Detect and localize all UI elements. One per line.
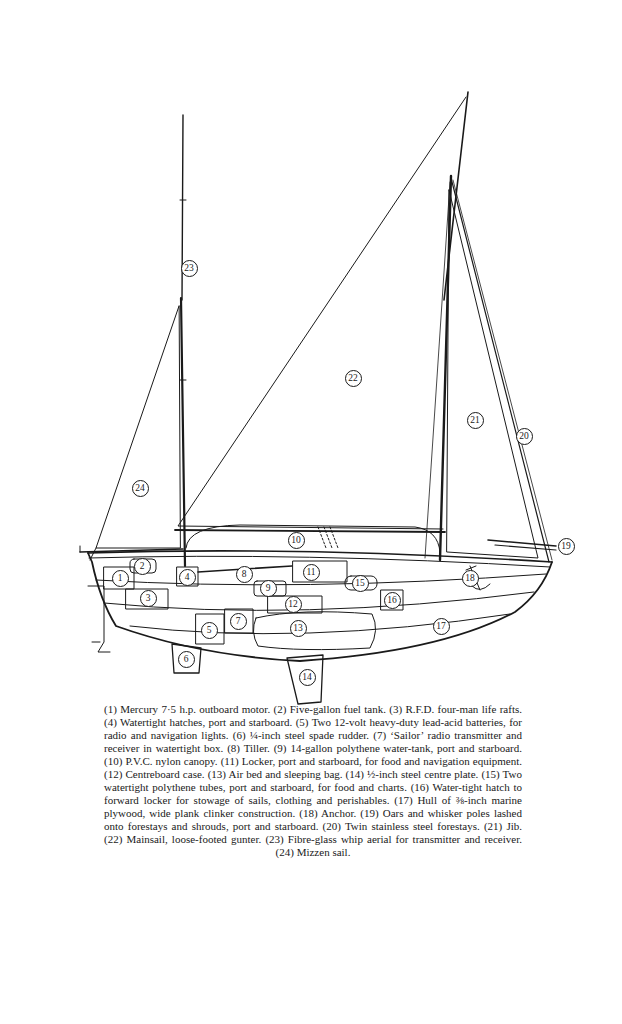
main-mast (440, 176, 451, 560)
callout-number: 22 (345, 370, 362, 387)
callout-number: 3 (140, 590, 157, 607)
air-bed (253, 612, 375, 650)
motor-box (104, 567, 134, 589)
centreboard-case (268, 596, 322, 613)
hull-plank (130, 614, 510, 634)
canopy (186, 525, 440, 552)
watertight-hatch (177, 567, 198, 586)
hull-plank (96, 574, 546, 585)
forestay (453, 180, 552, 560)
radio-box (225, 609, 253, 633)
callout-number: 5 (201, 622, 218, 639)
callout-number: 12 (285, 596, 302, 613)
callout-number: 14 (299, 669, 316, 686)
callout-number: 6 (178, 651, 195, 668)
callout-number: 10 (288, 532, 305, 549)
bumkin-end (80, 546, 81, 552)
jib-sail (447, 190, 538, 558)
spade-rudder (172, 644, 201, 673)
aerial-mark (180, 200, 186, 201)
callout-number: 2 (134, 558, 151, 575)
callout-number: 8 (236, 566, 253, 583)
mizzen-sail (96, 306, 180, 548)
callout-number: 16 (384, 592, 401, 609)
shroud (425, 182, 450, 558)
callout-number: 4 (179, 569, 196, 586)
life-raft (126, 589, 168, 609)
outboard-leg (88, 586, 110, 652)
canopy-hatching (318, 527, 338, 548)
main-boom (175, 530, 445, 532)
forward-hatch (381, 590, 403, 610)
figure-caption: (1) Mercury 7·5 h.p. outboard motor. (2)… (104, 703, 522, 859)
locker (293, 561, 347, 582)
callout-number: 21 (467, 412, 484, 429)
rubbing-strake (89, 556, 550, 567)
callout-number: 18 (462, 570, 479, 587)
callout-number: 24 (132, 480, 149, 497)
centre-plate (287, 655, 323, 704)
callout-number: 17 (433, 618, 450, 635)
callout-number: 23 (181, 260, 198, 277)
forestay (451, 178, 549, 562)
mainsail (178, 97, 466, 529)
callout-number: 15 (352, 575, 369, 592)
whisker-pole (495, 545, 556, 550)
callout-number: 19 (558, 538, 575, 555)
callout-number: 1 (112, 570, 129, 587)
callout-number: 20 (516, 428, 533, 445)
callout-number: 9 (260, 580, 277, 597)
hull-outline (88, 553, 552, 661)
callout-number: 11 (303, 564, 320, 581)
battery-box (196, 614, 224, 644)
callout-number: 7 (230, 613, 247, 630)
callout-number: 13 (290, 620, 307, 637)
